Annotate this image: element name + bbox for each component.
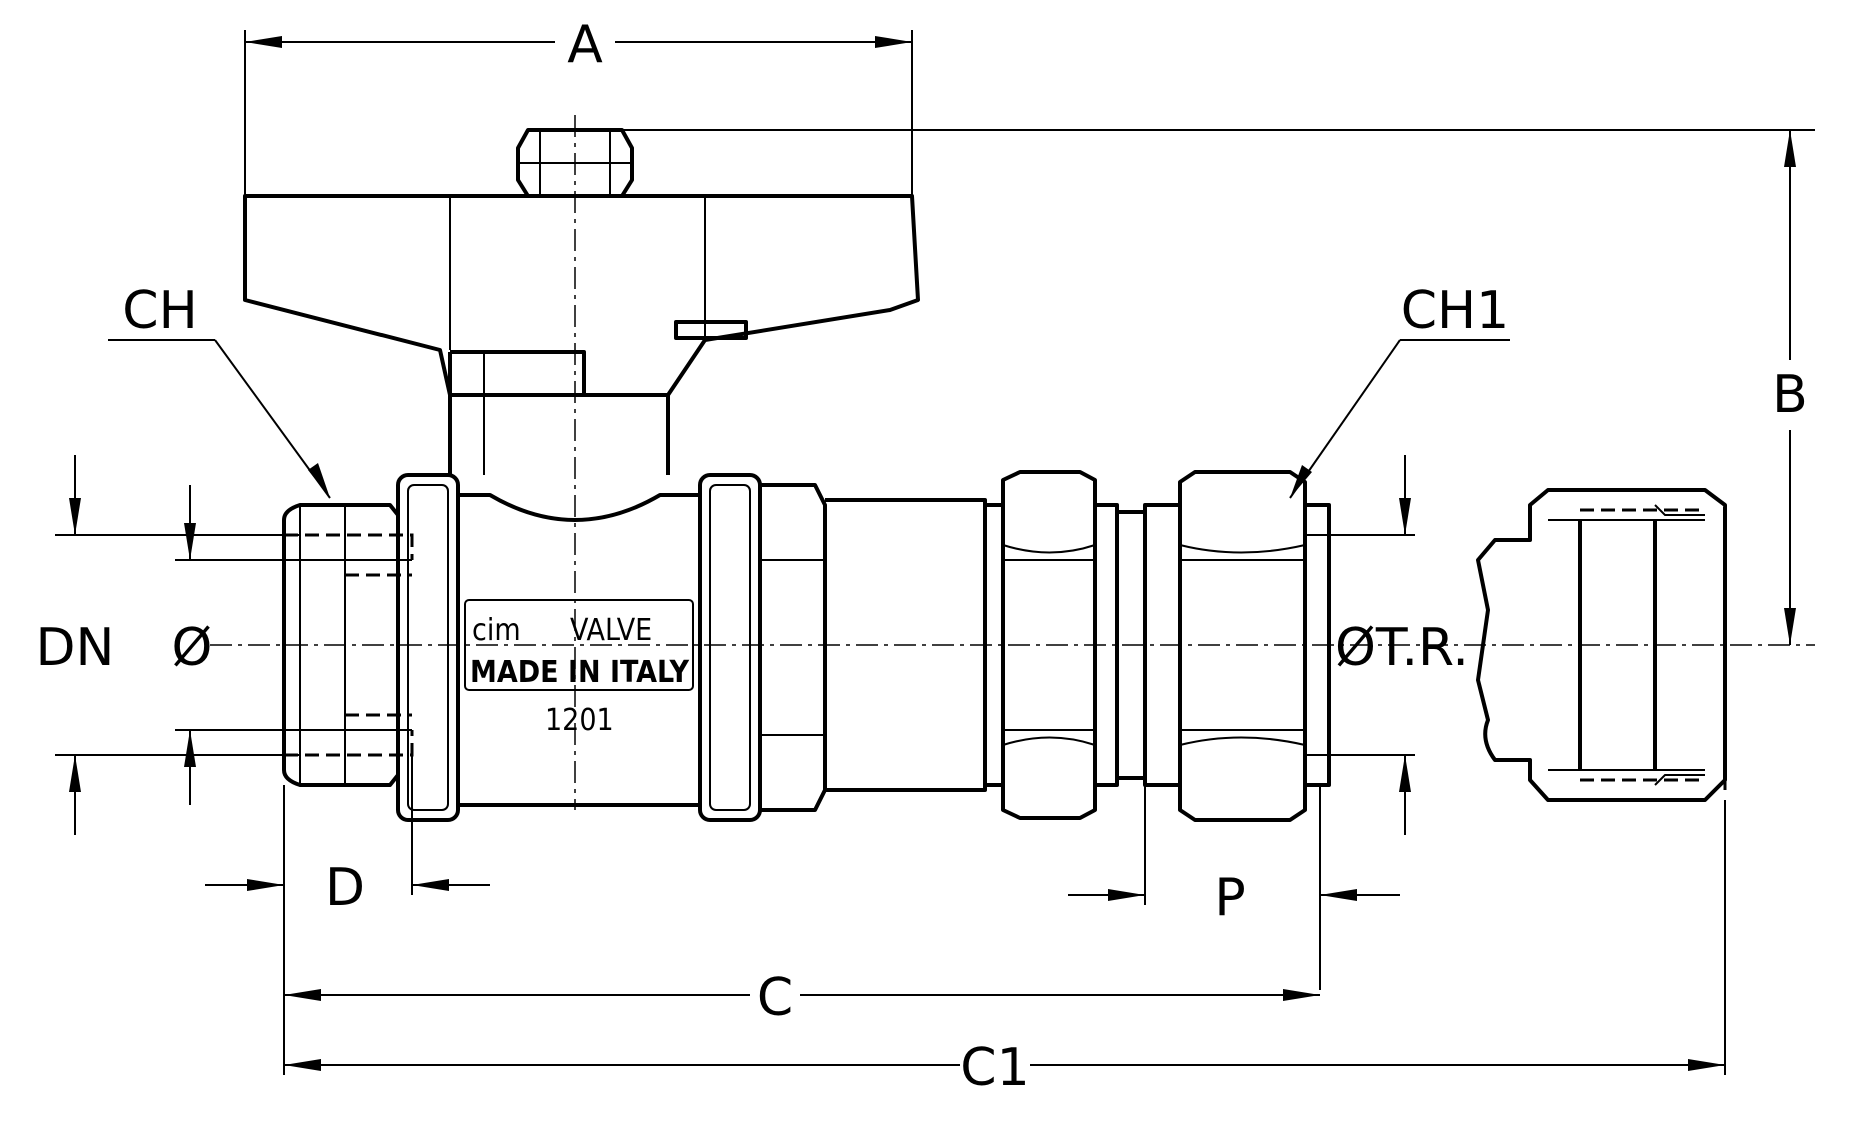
label-c1: C1 [960, 1038, 1029, 1098]
compression-nut [1178, 470, 1331, 822]
origin-marking: MADE IN ITALY [470, 655, 690, 690]
dimension-a: A [244, 15, 913, 196]
dimension-diameter-tr: ØT.R. [1305, 455, 1469, 835]
brand-cim: CIM [472, 613, 521, 648]
dimension-dn: DN [36, 455, 300, 835]
body-marking: CIM VALVE MADE IN ITALY 1201 [470, 613, 690, 738]
label-a: A [567, 15, 603, 75]
code-marking: 1201 [545, 703, 614, 738]
valve-body [282, 473, 762, 822]
dimension-d: D [205, 755, 490, 1075]
dimension-c: C [284, 968, 1320, 1028]
dimension-b: B [622, 129, 1815, 645]
label-b: B [1772, 365, 1808, 425]
leader-ch1: CH1 [1289, 281, 1510, 499]
label-ch: CH [122, 281, 197, 341]
union-tailpiece [758, 470, 1182, 820]
butterfly-handle [243, 128, 920, 475]
dimension-c1: C1 [284, 800, 1726, 1098]
label-p: P [1214, 868, 1245, 928]
label-diameter: Ø [172, 618, 213, 678]
label-ch1: CH1 [1401, 281, 1510, 341]
leader-ch: CH [108, 281, 331, 499]
compression-fitting-detail [1476, 488, 1727, 802]
label-d: D [325, 858, 365, 918]
label-diameter-tr: ØT.R. [1335, 618, 1469, 678]
center-lines [210, 115, 1815, 810]
brand-valve: VALVE [570, 613, 652, 648]
label-dn: DN [36, 618, 115, 678]
label-c: C [757, 968, 793, 1028]
dimension-p: P [1068, 785, 1400, 990]
dimension-diameter: Ø [172, 485, 412, 805]
